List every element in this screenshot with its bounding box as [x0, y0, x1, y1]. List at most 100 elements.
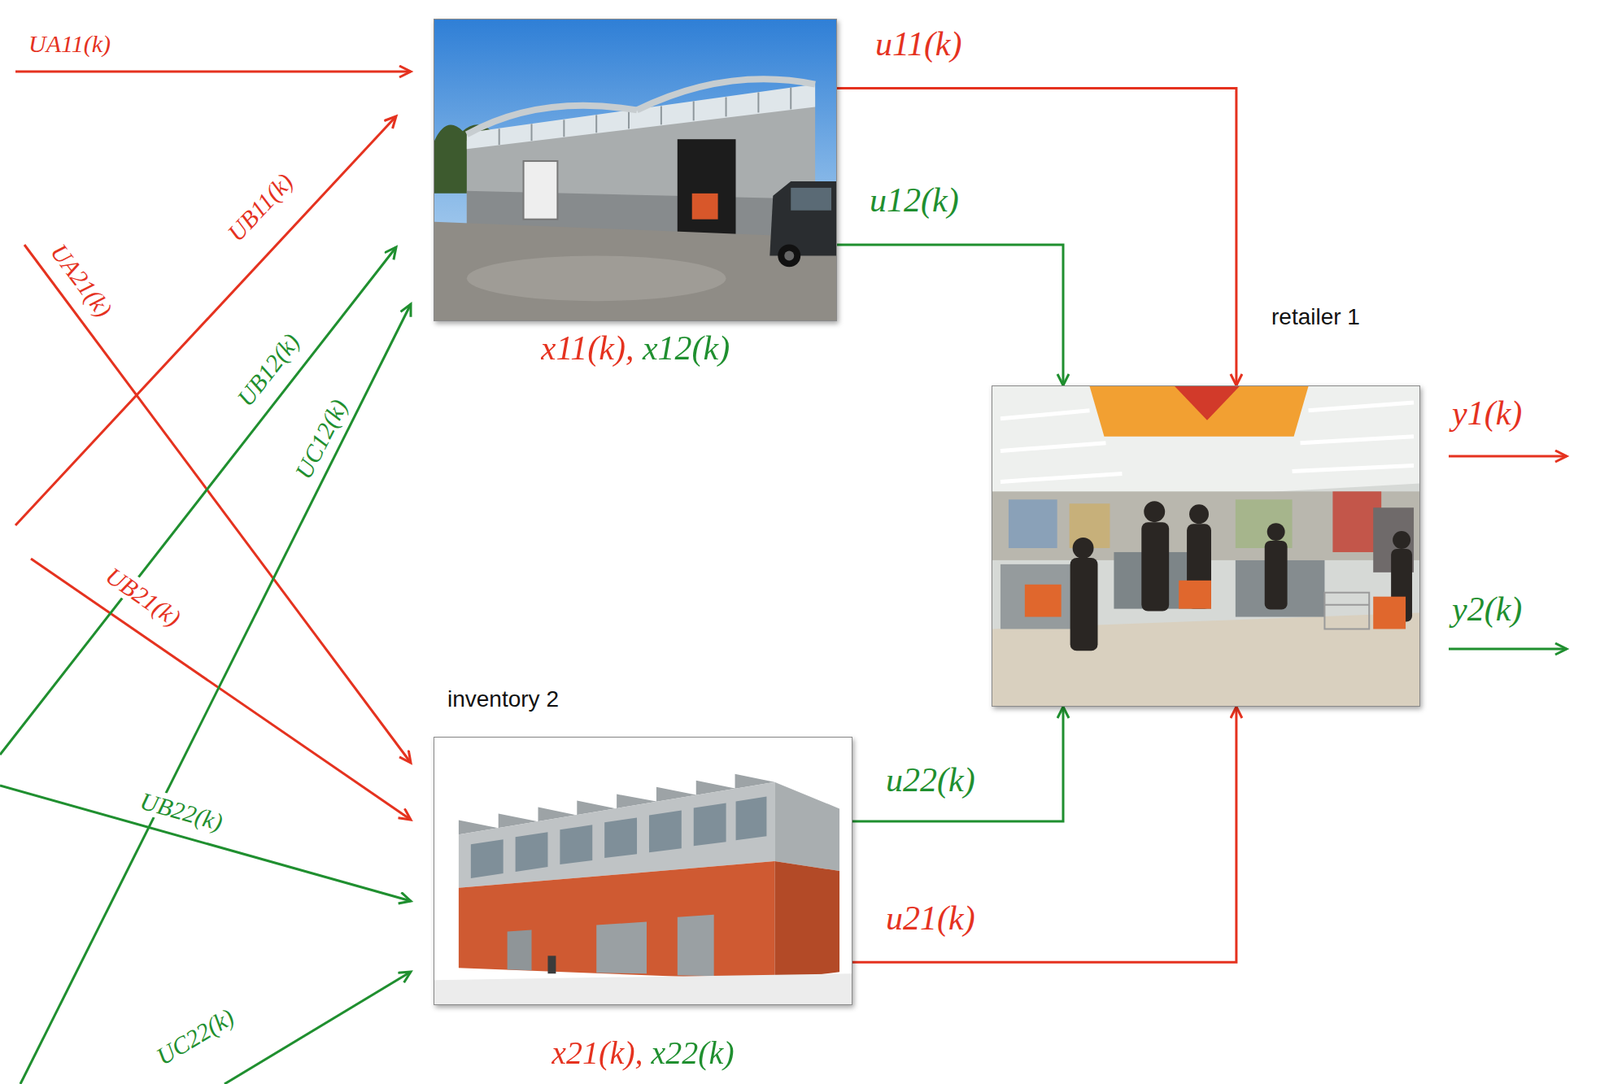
art-line: [789, 87, 792, 110]
flow-label-holder: u12(k): [869, 180, 960, 220]
art-rect: [1008, 499, 1058, 549]
signal-label: UB11(k): [219, 165, 301, 249]
node-heading-holder: retailer 1: [1271, 304, 1361, 331]
art-path: [1089, 386, 1309, 437]
art-rect: [523, 161, 559, 220]
art-line: [498, 128, 501, 145]
art-line: [660, 105, 663, 125]
art-line: [562, 119, 565, 137]
art-line: [531, 123, 533, 141]
input-arrows: [0, 71, 411, 1084]
flow-label-holder: u11(k): [875, 24, 963, 64]
flow-label: u11(k): [875, 25, 963, 63]
art-rect: [992, 386, 1420, 707]
art-path: [636, 78, 816, 110]
art-polygon: [693, 803, 727, 847]
signal-label-holder: y2(k): [1448, 589, 1526, 629]
input-arrow: [24, 244, 411, 763]
art-line: [1000, 410, 1090, 419]
warehouse-box: inventory 2x21(k), x22(k): [433, 736, 853, 1006]
art-polygon: [458, 861, 775, 981]
signal-label-holder: UA21(k): [43, 235, 120, 325]
art-circle: [777, 244, 801, 268]
art-polygon: [596, 922, 647, 975]
art-polygon: [604, 817, 637, 859]
signal-label-holder: UC22(k): [148, 1001, 242, 1073]
signal-label-holder: UA11(k): [25, 30, 114, 58]
node-heading-holder: inventory 2: [447, 686, 559, 713]
flow-connector: [837, 244, 1064, 386]
art-polygon: [1174, 386, 1240, 421]
art-rect: [1324, 592, 1369, 630]
art-g: [1024, 580, 1406, 630]
output-arrow: [1448, 648, 1567, 651]
art-circle: [784, 250, 794, 261]
state-label: x11(k), x12(k): [540, 329, 730, 367]
art-rect: [1141, 522, 1169, 611]
art-circle: [1143, 501, 1165, 523]
warehouse-photo: [434, 737, 852, 1005]
art-rect: [692, 193, 719, 220]
flow-connector: [837, 88, 1237, 386]
art-polygon: [507, 930, 532, 972]
art-polygon: [559, 824, 593, 865]
art-line: [693, 100, 695, 121]
art-rect: [1024, 584, 1062, 618]
flow-connector: [852, 706, 1064, 822]
art-line: [1000, 443, 1107, 452]
state-label-holder: x21(k), x22(k): [434, 1033, 852, 1073]
flow-connector: [852, 706, 1237, 963]
art-path: [769, 181, 837, 257]
art-polygon: [470, 839, 504, 879]
art-polygon: [466, 84, 816, 150]
flow-label-holder: u21(k): [885, 898, 976, 938]
art-circle: [1072, 537, 1095, 559]
art-polygon: [992, 386, 1420, 508]
state-label: x21(k), x22(k): [551, 1034, 734, 1072]
node-heading: retailer 1: [1271, 304, 1361, 330]
art-line: [1308, 402, 1415, 411]
art-polygon: [649, 810, 682, 853]
art-g: [499, 87, 792, 146]
art-rect: [677, 139, 737, 235]
art-polygon: [774, 782, 840, 872]
signal-label-holder: UB22(k): [134, 786, 229, 838]
input-arrow: [224, 972, 411, 1084]
node-heading: inventory 2: [447, 686, 559, 712]
art-circle: [1392, 531, 1411, 550]
signal-label: UB12(k): [229, 326, 307, 415]
art-line: [1324, 604, 1369, 606]
art-line: [595, 114, 598, 133]
art-line: [1000, 473, 1122, 482]
input-arrow: [0, 785, 411, 902]
art-polygon: [515, 832, 549, 872]
output-arrows: [1448, 456, 1567, 650]
signal-label-holder: UB11(k): [219, 165, 301, 250]
art-line: [757, 92, 759, 114]
art-line: [725, 96, 728, 117]
input-arrow: [0, 247, 397, 755]
art-circle: [1267, 523, 1286, 541]
signal-label: UC22(k): [148, 1001, 242, 1072]
art-circle: [1189, 504, 1209, 524]
flow-label: u21(k): [885, 899, 976, 938]
art-g: [1324, 592, 1369, 630]
art-rect: [1000, 564, 1082, 630]
art-g: [1070, 501, 1413, 651]
art-polygon: [434, 973, 852, 1005]
flow-label-holder: u22(k): [885, 760, 976, 800]
art-rect: [1235, 499, 1293, 549]
signal-label: UB21(k): [98, 559, 188, 633]
art-line: [1300, 436, 1414, 444]
state-label-holder: x11(k), x12(k): [434, 328, 837, 368]
signal-label-holder: UB21(k): [98, 559, 189, 634]
warehouse-box: retailer 1: [991, 385, 1421, 707]
flow-label: u22(k): [885, 761, 976, 799]
signal-label: y1(k): [1448, 394, 1526, 432]
art-ellipse: [466, 255, 727, 301]
art-rect: [1264, 540, 1288, 611]
art-polygon: [677, 915, 715, 977]
input-arrow: [20, 304, 411, 1084]
art-line: [1292, 466, 1414, 472]
